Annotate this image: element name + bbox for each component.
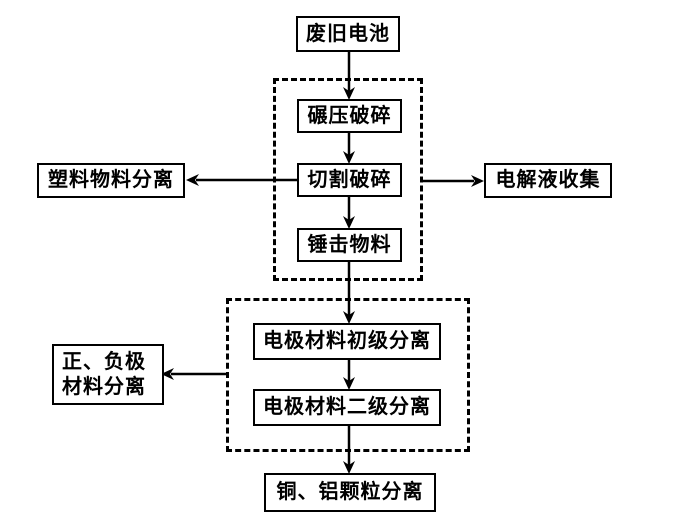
node-pos-neg-separation-label-line2: 材料分离 [62,375,146,398]
arrowhead-down-roll [343,87,355,100]
node-cutting-crushing-label: 切割破碎 [307,168,392,191]
arrowhead-left-plastic [186,174,199,186]
node-plastic-separation: 塑料物料分离 [37,163,185,198]
node-roll-crushing: 碾压破碎 [297,99,402,133]
node-electrolyte-collection-label: 电解液收集 [495,169,601,191]
node-electrode-secondary: 电极材料二级分离 [253,389,441,426]
node-waste-battery-label: 废旧电池 [306,22,390,45]
arrowhead-down-cual [343,461,355,474]
node-electrode-primary-label: 电极材料初级分离 [263,330,431,352]
arrowhead-down-cutting [343,151,355,164]
node-waste-battery: 废旧电池 [296,16,400,52]
node-electrode-primary: 电极材料初级分离 [253,323,441,360]
node-pos-neg-separation: 正、负极 材料分离 [52,344,164,405]
node-hammer-material: 锤击物料 [297,228,402,262]
arrowhead-down-hammer [343,216,355,229]
node-electrolyte-collection: 电解液收集 [484,163,612,198]
arrowhead-down-secondary [343,377,355,390]
electrode-separation-group [226,298,470,452]
node-hammer-material-label: 锤击物料 [307,233,392,256]
arrowhead-left-posneg [161,368,174,380]
arrowhead-down-primary [343,311,355,324]
node-roll-crushing-label: 碾压破碎 [307,104,392,127]
node-cu-al-separation: 铜、铝颗粒分离 [264,473,436,512]
node-cu-al-separation-label: 铜、铝颗粒分离 [276,481,424,503]
node-pos-neg-separation-label-line1: 正、负极 [62,350,146,373]
crushing-stage-group [273,78,423,281]
node-cutting-crushing: 切割破碎 [297,163,402,197]
node-electrode-secondary-label: 电极材料二级分离 [263,396,431,418]
arrowhead-right-electrolyte [471,175,484,187]
node-plastic-separation-label: 塑料物料分离 [48,169,174,191]
